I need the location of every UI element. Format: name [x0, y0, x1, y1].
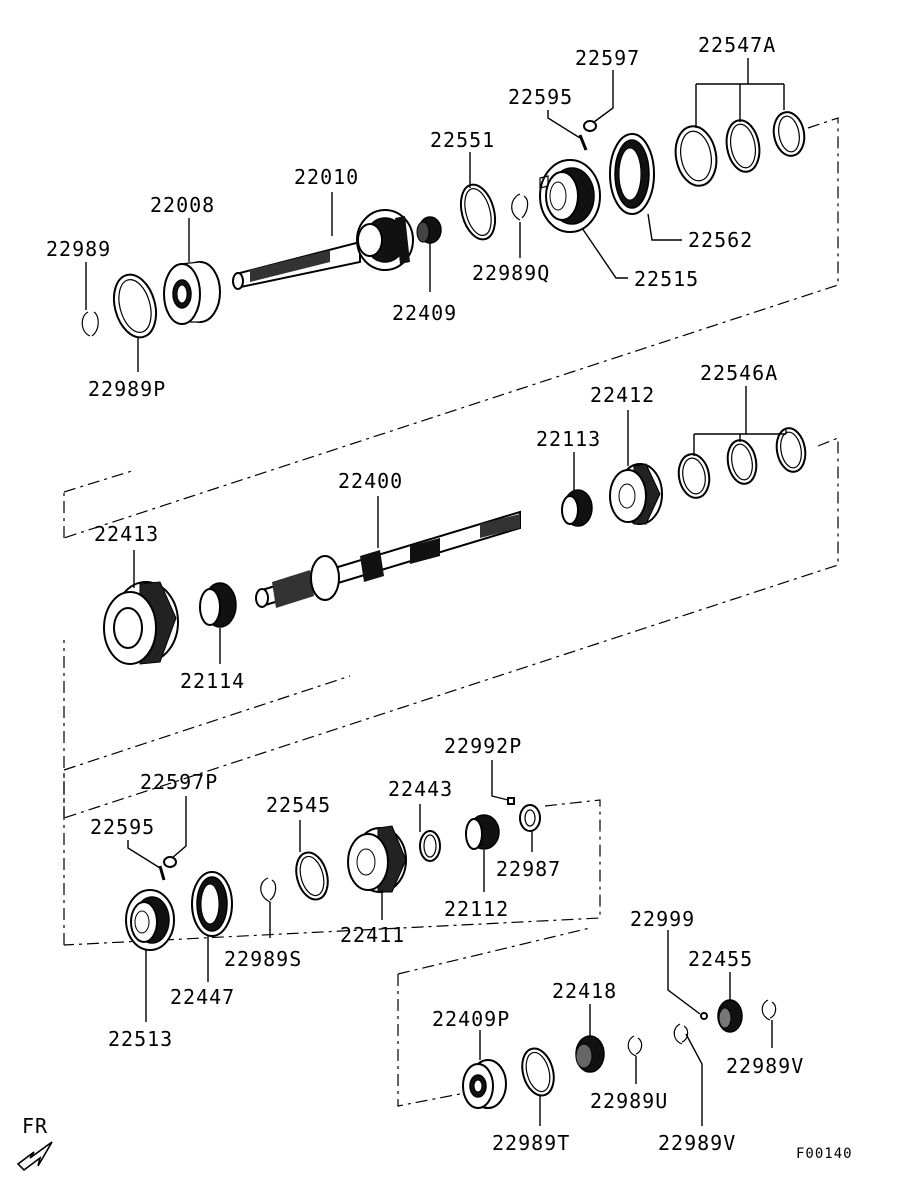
bearing-22455	[717, 999, 743, 1033]
label-22989U: 22989U	[590, 1089, 668, 1113]
snap-ring-22989Q	[511, 193, 529, 221]
label-22992P: 22992P	[444, 734, 522, 758]
part-labels: 22597 22547A 22595 22551 22010 22008 229…	[46, 33, 804, 1155]
ring-22989P	[112, 273, 158, 339]
label-22515: 22515	[634, 267, 699, 291]
label-22987: 22987	[496, 857, 561, 881]
needle-bearing-22112	[465, 814, 500, 850]
label-22989V-lower: 22989V	[658, 1131, 736, 1155]
label-22112: 22112	[444, 897, 509, 921]
label-22443: 22443	[388, 777, 453, 801]
label-22411: 22411	[340, 923, 405, 947]
ring-22545	[295, 851, 329, 901]
label-22595-lower: 22595	[90, 815, 155, 839]
sleeve-22447	[191, 871, 233, 937]
snap-ring-22989S	[260, 877, 277, 903]
snap-ring-22989V-a	[673, 1023, 689, 1045]
label-22597P: 22597P	[140, 770, 218, 794]
synchro-hub-22513	[125, 889, 175, 951]
snap-ring-22989	[81, 311, 99, 337]
synchro-ring-22546A-3	[775, 427, 807, 473]
ball-22992P	[507, 797, 515, 805]
label-22008: 22008	[150, 193, 215, 217]
label-22400: 22400	[338, 469, 403, 493]
label-22113: 22113	[536, 427, 601, 451]
label-22562: 22562	[688, 228, 753, 252]
synchro-ring-22547A-1	[674, 125, 718, 187]
label-22597: 22597	[575, 46, 640, 70]
label-22409P: 22409P	[432, 1007, 510, 1031]
key-22597-top	[583, 120, 597, 132]
label-22546A: 22546A	[700, 361, 778, 385]
needle-bearing-22114	[199, 582, 237, 628]
front-direction-indicator: FR	[16, 1114, 53, 1172]
label-22989P: 22989P	[88, 377, 166, 401]
key-22597P	[163, 856, 177, 868]
snap-ring-22989V-b	[761, 999, 777, 1021]
spring-22595-lower	[158, 865, 166, 881]
label-22989Q: 22989Q	[472, 261, 550, 285]
label-22409: 22409	[392, 301, 457, 325]
label-22989S: 22989S	[224, 947, 302, 971]
group-outline-upper-shaft	[63, 117, 839, 539]
label-22447: 22447	[170, 985, 235, 1009]
group-outline-lower-shaft	[63, 675, 601, 946]
label-22595-top: 22595	[508, 85, 573, 109]
label-22513: 22513	[108, 1027, 173, 1051]
group-outline-output-assembly	[397, 927, 591, 1107]
label-22010: 22010	[294, 165, 359, 189]
gear-22412	[609, 463, 663, 525]
bearing-22409P	[462, 1059, 507, 1109]
label-22418: 22418	[552, 979, 617, 1003]
spring-22595-top	[578, 134, 588, 151]
label-22413: 22413	[94, 522, 159, 546]
bearing-22008	[163, 261, 221, 325]
synchro-ring-22547A-2	[725, 119, 761, 173]
ball-22999	[700, 1012, 708, 1020]
label-22547A: 22547A	[698, 33, 776, 57]
figure-code: F00140	[796, 1146, 853, 1162]
synchro-ring-22547A-3	[772, 111, 806, 157]
snap-ring-22989T	[521, 1047, 555, 1097]
front-direction-label: FR	[22, 1114, 48, 1138]
label-22412: 22412	[590, 383, 655, 407]
needle-bearing-22113	[561, 489, 593, 527]
snap-ring-22989U	[627, 1035, 643, 1057]
synchro-hub-22515	[539, 159, 601, 233]
gear-22411	[347, 825, 407, 893]
front-arrow-icon	[16, 1141, 53, 1172]
ring-22551	[459, 183, 497, 241]
ring-22987	[519, 804, 541, 832]
label-22545: 22545	[266, 793, 331, 817]
nut-22418	[575, 1035, 605, 1073]
label-22114: 22114	[180, 669, 245, 693]
group-outline-main-shaft	[63, 437, 839, 819]
roller-22409	[416, 216, 442, 244]
main-shaft-22400	[255, 510, 521, 608]
leader-lines	[85, 58, 787, 1126]
label-22989: 22989	[46, 237, 111, 261]
input-shaft-22010	[232, 209, 414, 290]
sleeve-22562	[609, 133, 655, 215]
gear-22413	[103, 581, 179, 665]
synchro-ring-22546A-1	[677, 453, 711, 499]
label-22989T: 22989T	[492, 1131, 570, 1155]
label-22999: 22999	[630, 907, 695, 931]
ring-22443	[419, 830, 441, 862]
label-22455: 22455	[688, 947, 753, 971]
synchro-ring-22546A-2	[726, 439, 758, 485]
label-22989V-right: 22989V	[726, 1054, 804, 1078]
label-22551: 22551	[430, 128, 495, 152]
